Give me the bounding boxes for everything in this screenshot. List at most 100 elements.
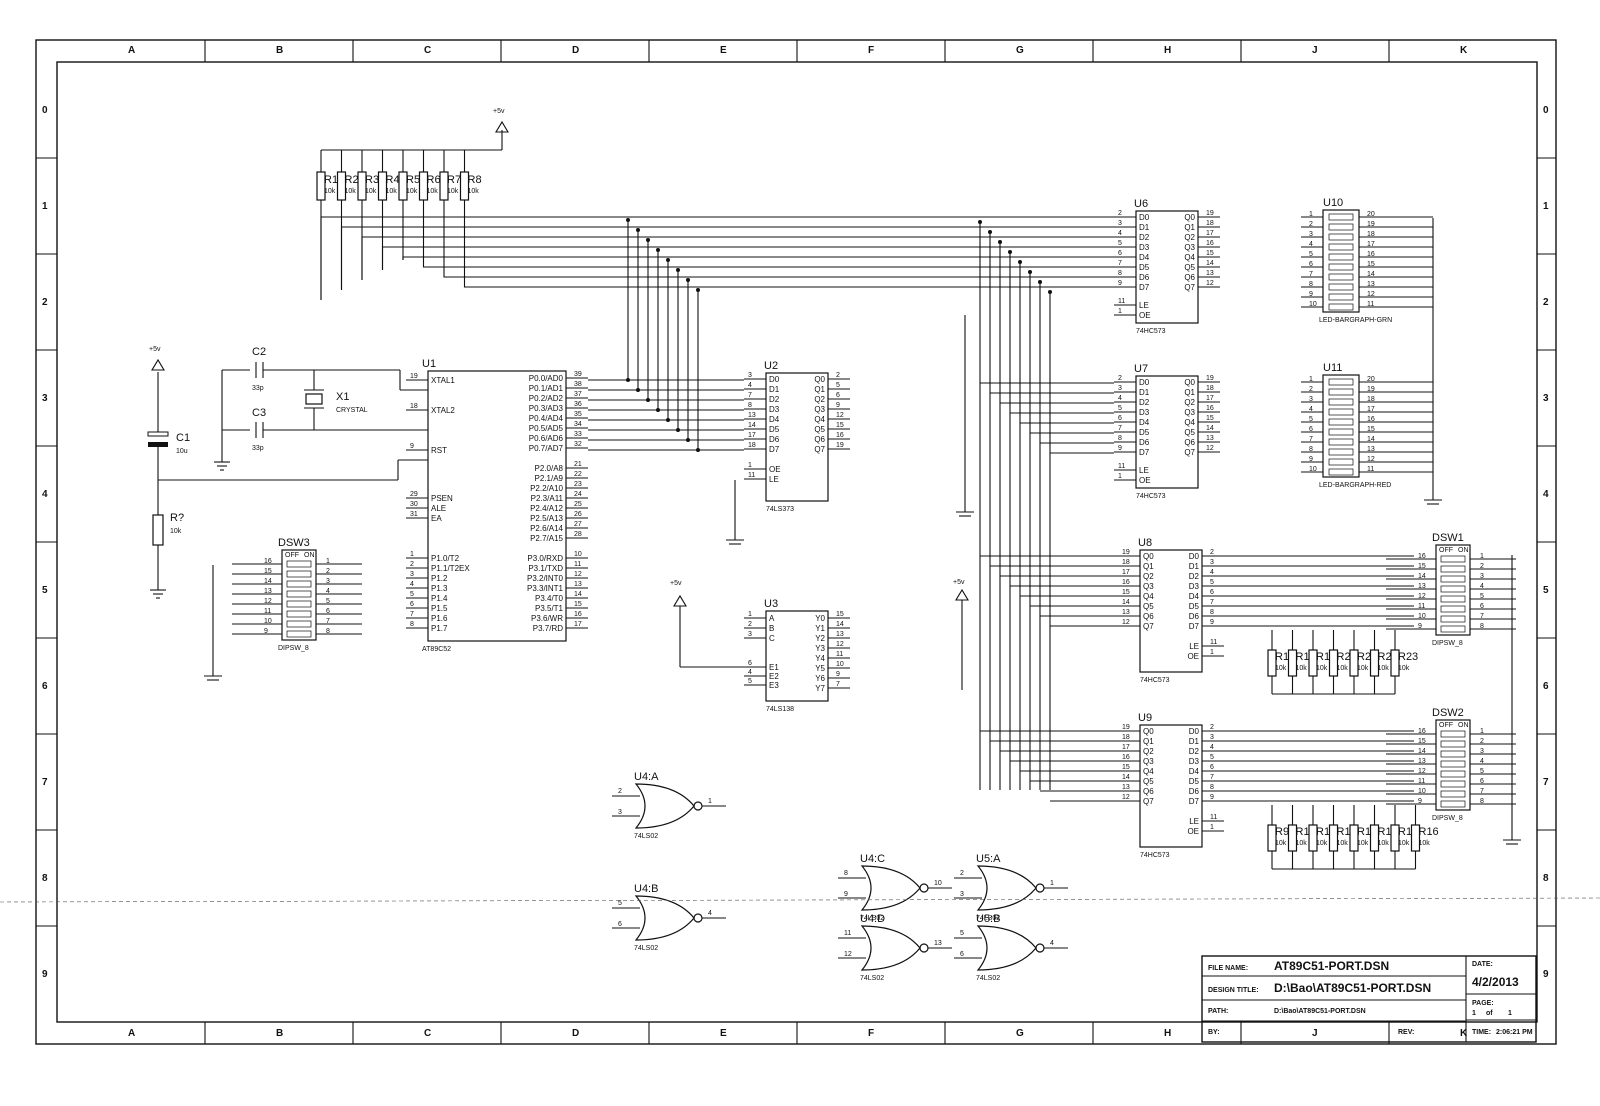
zone-col-bottom: F — [868, 1028, 874, 1039]
resistor-ref: R5 — [406, 174, 420, 186]
pin-number: 16 — [1122, 754, 1130, 761]
resistor-value: 10k — [1357, 840, 1369, 847]
pin-number: 2 — [1480, 738, 1484, 745]
pin-name: LE — [769, 475, 779, 484]
bargraph-part: LED-BARGRAPH-RED — [1319, 482, 1391, 489]
pin-number: 1 — [1480, 728, 1484, 735]
pin-name: P2.1/A9 — [535, 474, 564, 483]
led-segment — [1328, 418, 1354, 426]
pin-name: P0.3/AD3 — [529, 404, 564, 413]
chip-part: 74LS373 — [766, 506, 794, 513]
pin-name: P2.6/A14 — [530, 524, 563, 533]
gate-ref: U5:B — [976, 913, 1000, 925]
pin-number: 14 — [1418, 573, 1426, 580]
pin-number: 15 — [1122, 589, 1130, 596]
pin-name: Q4 — [1184, 253, 1195, 262]
chip-ref: U6 — [1134, 198, 1148, 210]
chip-body — [765, 610, 829, 702]
led-segment — [1328, 233, 1354, 241]
resistor-value: 10k — [1296, 665, 1308, 672]
pin-name: Q0 — [1184, 378, 1195, 387]
pin-number: 14 — [1206, 260, 1214, 267]
switch-segment — [1440, 565, 1466, 573]
pin-number: 12 — [1122, 794, 1130, 801]
pin-number: 33 — [574, 431, 582, 438]
switch-segment — [1440, 800, 1466, 808]
pin-number: 10 — [574, 551, 582, 558]
pin-number: 15 — [264, 568, 272, 575]
pin-name: P1.6 — [431, 614, 448, 623]
pin-number: 6 — [836, 392, 840, 399]
pin-number: 3 — [1480, 573, 1484, 580]
led-segment — [1328, 468, 1354, 476]
pin-number: 1 — [410, 551, 414, 558]
pin-number: 11 — [264, 608, 271, 615]
gate-layer: U4:A74LS02231U4:B74LS02564U4:C74LS028910… — [612, 771, 1068, 982]
zone-row-left: 2 — [42, 297, 48, 308]
pin-name: Q0 — [1143, 727, 1154, 736]
pin-number: 28 — [574, 531, 582, 538]
pin-number: 7 — [410, 611, 414, 618]
pin-number: 8 — [1309, 281, 1313, 288]
pin-number: 15 — [1122, 764, 1130, 771]
zone-col-bottom: C — [424, 1028, 431, 1039]
pin-name: Q4 — [814, 415, 825, 424]
pin-number: 7 — [1210, 774, 1214, 781]
resistor-value: 10k — [406, 188, 418, 195]
pin-name: Q4 — [1184, 418, 1195, 427]
gate-part: 74LS02 — [976, 975, 1000, 982]
pin-number: 6 — [1118, 415, 1122, 422]
pin-number: 17 — [1206, 395, 1214, 402]
zone-row-left: 1 — [42, 201, 48, 212]
page-label: PAGE: — [1472, 1000, 1494, 1007]
chip-part: 74HC573 — [1136, 328, 1166, 335]
dipswitch-body — [281, 549, 317, 641]
pin-number: 1 — [1050, 880, 1054, 887]
pin-number: 1 — [1118, 308, 1122, 315]
pin-name: D2 — [1189, 747, 1200, 756]
pin-number: 18 — [1122, 559, 1130, 566]
gate-ref: U4:B — [634, 883, 658, 895]
pin-name: D5 — [1189, 602, 1200, 611]
pin-number: 16 — [264, 558, 272, 565]
pin-number: 3 — [618, 809, 622, 816]
pin-name: Q2 — [1143, 747, 1154, 756]
pin-number: 19 — [836, 442, 844, 449]
pin-name: D4 — [1189, 767, 1200, 776]
pin-name: OE — [1187, 652, 1199, 661]
vcc-label-reset: +5v — [149, 346, 161, 353]
pin-number: 1 — [748, 462, 752, 469]
pin-name: P2.3/A11 — [531, 494, 564, 503]
pin-name: E3 — [769, 681, 779, 690]
pin-number: 12 — [264, 598, 272, 605]
pin-number: 34 — [574, 421, 582, 428]
pin-name: OE — [1187, 827, 1199, 836]
pin-name: Q3 — [1143, 582, 1154, 591]
pin-number: 19 — [1206, 375, 1214, 382]
pin-name: P0.7/AD7 — [529, 444, 564, 453]
chip-ref: U1 — [422, 358, 436, 370]
pin-name: Q6 — [1143, 612, 1154, 621]
switch-segment — [1440, 605, 1466, 613]
pin-name: D1 — [1189, 737, 1200, 746]
pin-number: 12 — [1122, 619, 1130, 626]
junction-dot — [686, 278, 690, 282]
nor-gate-body — [634, 783, 695, 829]
pin-name: P1.5 — [431, 604, 448, 613]
pin-number: 3 — [1309, 396, 1313, 403]
led-segment — [1328, 273, 1354, 281]
junction-dot — [978, 220, 982, 224]
pin-number: 19 — [1122, 549, 1130, 556]
pin-number: 11 — [844, 930, 851, 937]
dipswitch-off-label: OFF — [285, 552, 299, 559]
pin-name: D5 — [769, 425, 780, 434]
pin-number: 6 — [326, 608, 330, 615]
pin-number: 4 — [1210, 569, 1214, 576]
resistor-ref: R3 — [365, 174, 379, 186]
resistor-value: 10k — [1316, 840, 1328, 847]
